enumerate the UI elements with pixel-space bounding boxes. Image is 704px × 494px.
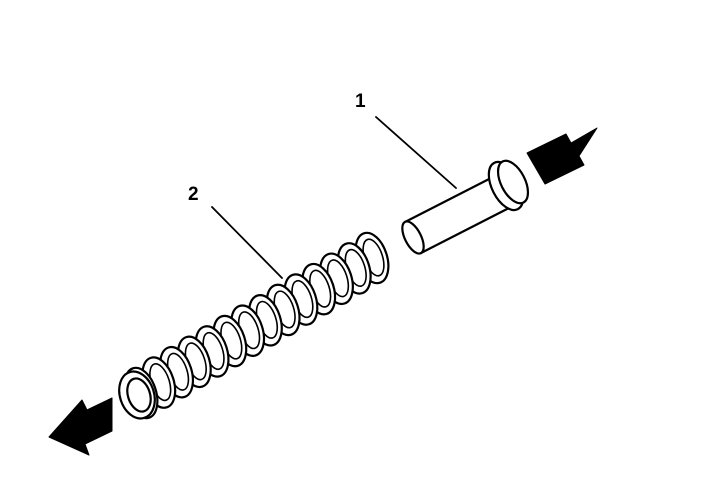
pin-head-face — [496, 159, 530, 205]
pin-shaft-bottom-edge — [419, 206, 511, 255]
arrow-up-right-icon — [526, 127, 598, 185]
leader-line-1 — [375, 116, 457, 189]
pin-shaft-top-edge — [403, 175, 495, 224]
pin-tip — [401, 220, 425, 255]
pin-shaft — [405, 177, 509, 253]
arrow-down-left-icon — [48, 397, 113, 456]
leader-line-2 — [211, 206, 283, 279]
callout-label-1: 1 — [355, 91, 366, 112]
spring — [118, 231, 390, 420]
spring-front-opening — [126, 377, 152, 413]
pin — [401, 159, 530, 255]
callout-label-2: 2 — [188, 184, 199, 205]
